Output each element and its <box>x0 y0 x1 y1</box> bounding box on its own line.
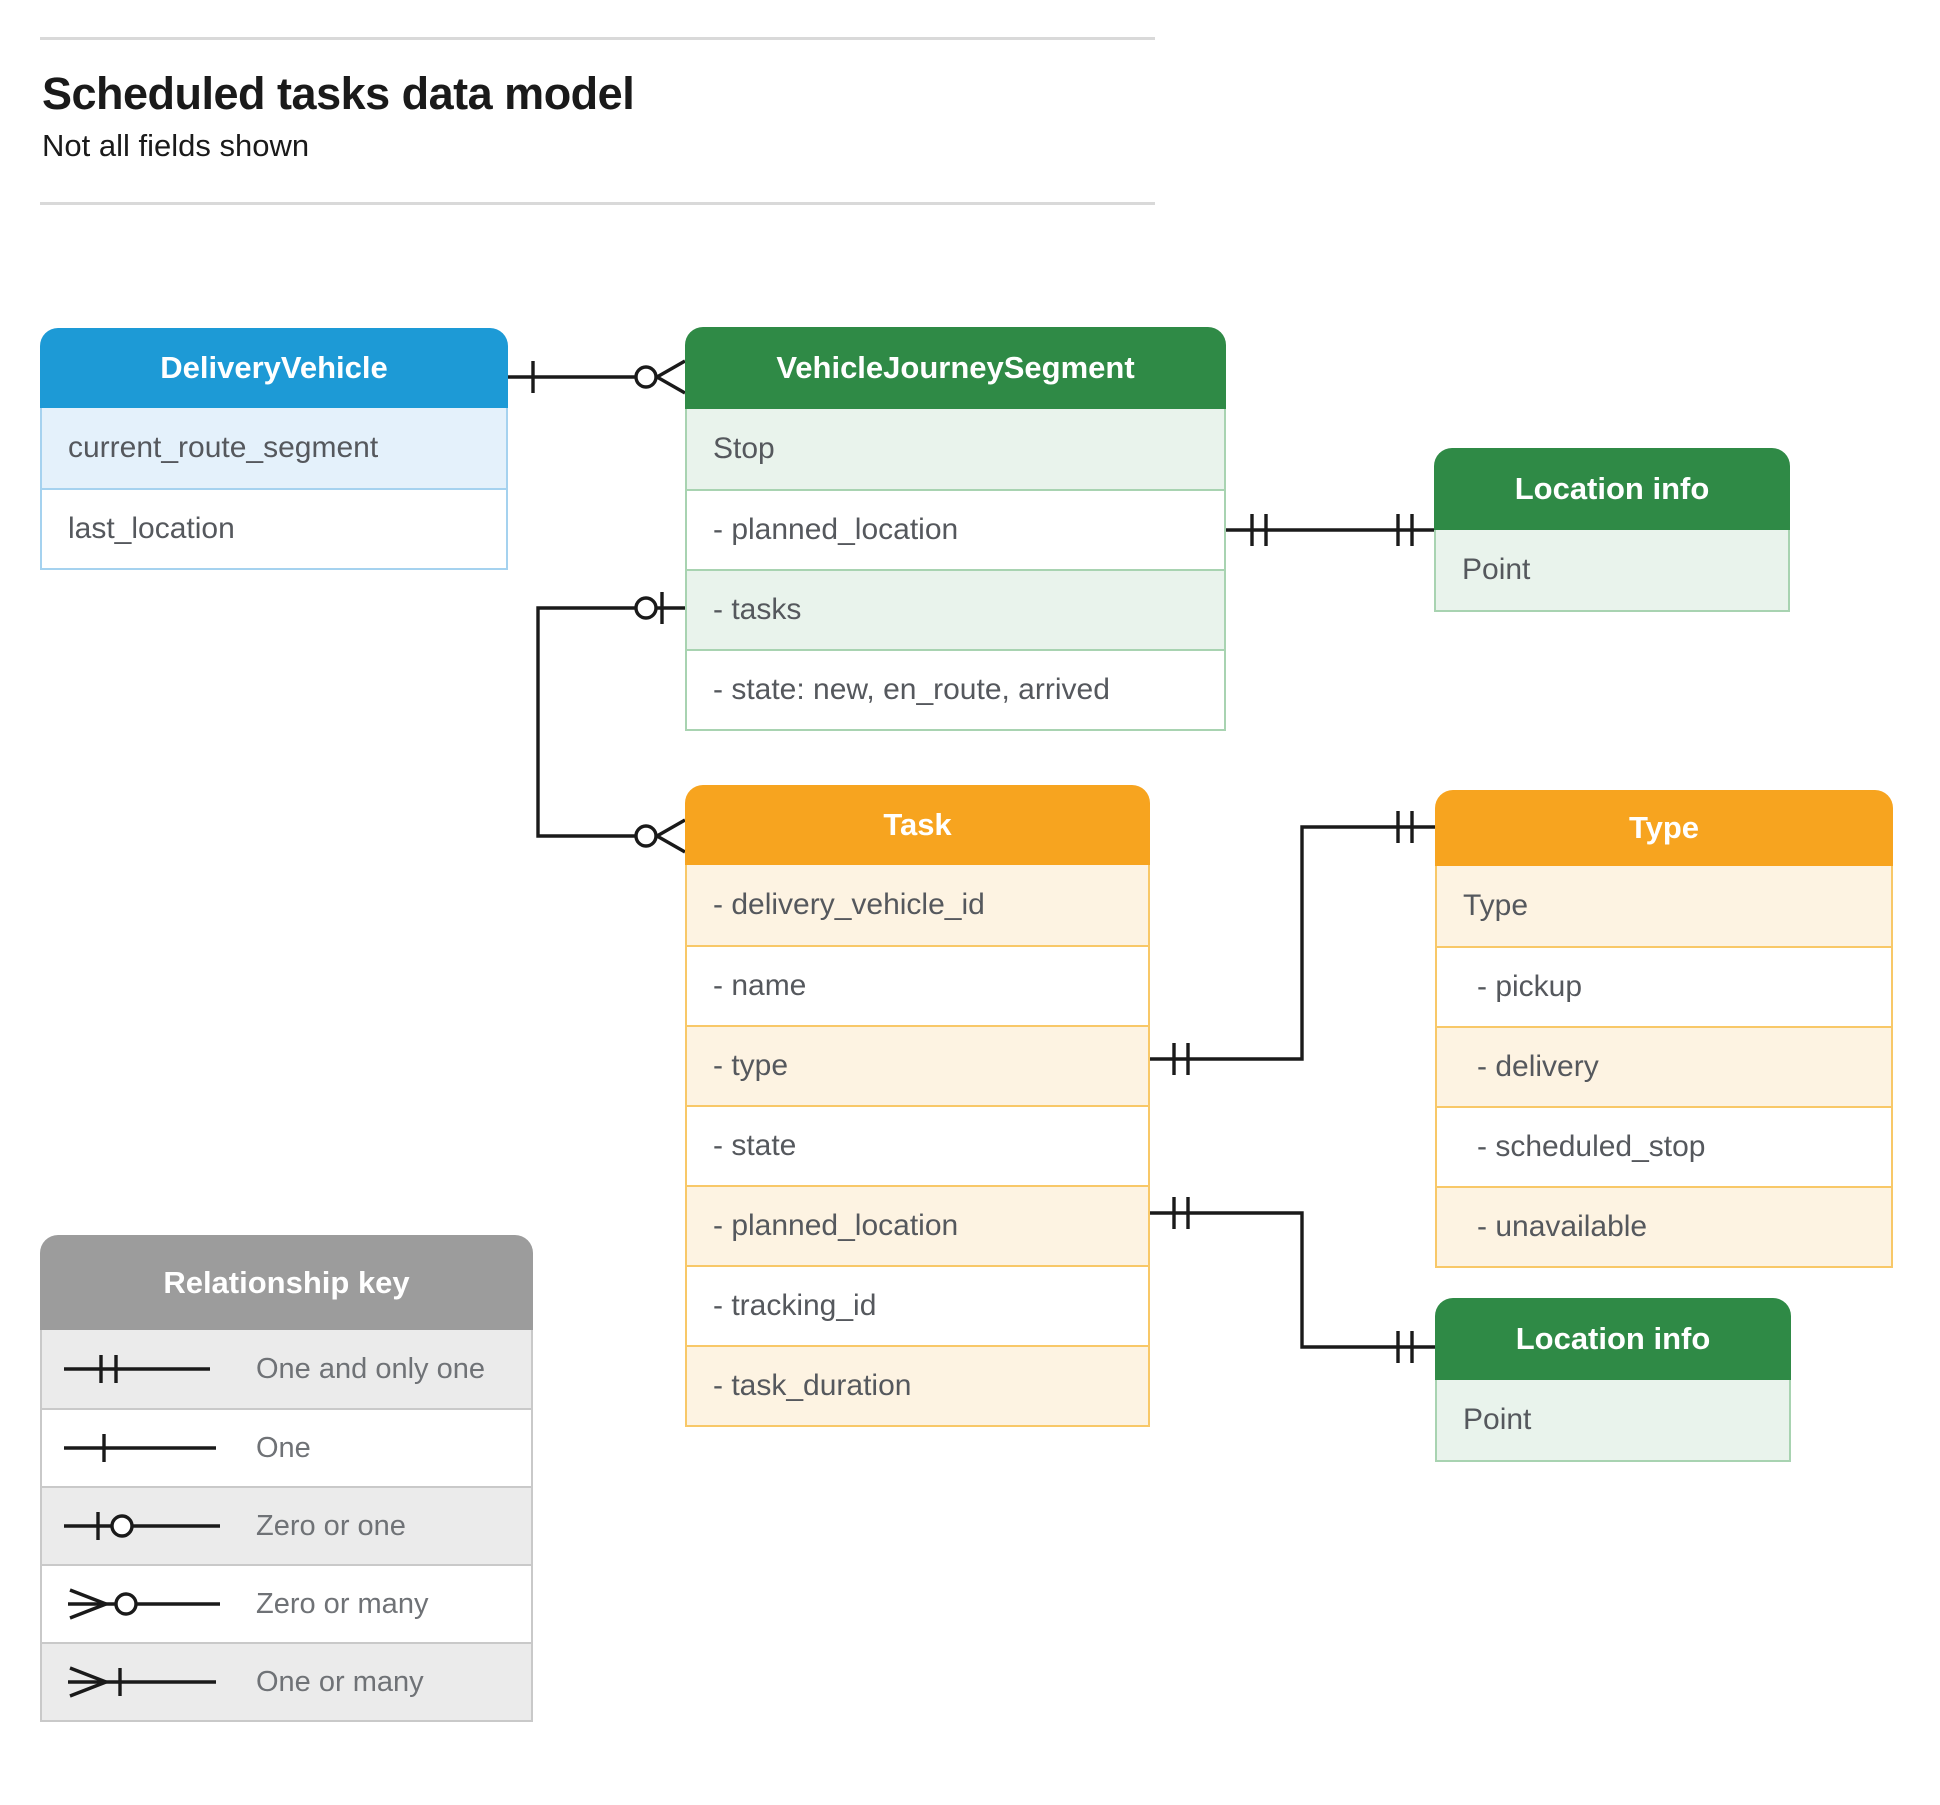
entity-location-info-bottom: Location info Point <box>1435 1298 1791 1462</box>
legend-label: One <box>256 1431 311 1464</box>
relationship-key-title: Relationship key <box>40 1235 533 1330</box>
legend-item-one-and-only-one: One and only one <box>42 1330 531 1408</box>
zero-or-many-icon <box>68 1588 220 1620</box>
legend-label: Zero or many <box>256 1587 429 1620</box>
entity-location-info-bottom-title: Location info <box>1435 1298 1791 1380</box>
page-subtitle: Not all fields shown <box>42 128 310 163</box>
entity-delivery-vehicle: DeliveryVehicle current_route_segment la… <box>40 328 508 570</box>
legend-label: One and only one <box>256 1352 485 1385</box>
entity-vehicle-journey-segment: VehicleJourneySegment Stop - planned_loc… <box>685 327 1226 731</box>
field-state: - state <box>687 1105 1148 1185</box>
field-tracking-id: - tracking_id <box>687 1265 1148 1345</box>
entity-delivery-vehicle-title: DeliveryVehicle <box>40 328 508 408</box>
legend-item-one-or-many: One or many <box>42 1642 531 1720</box>
legend-item-one: One <box>42 1408 531 1486</box>
field-scheduled-stop: - scheduled_stop <box>1437 1106 1891 1186</box>
entity-location-info-top-title: Location info <box>1434 448 1790 530</box>
connector-task-type-to-type <box>1150 811 1435 1075</box>
entity-type: Type Type - pickup - delivery - schedule… <box>1435 790 1893 1268</box>
field-vjs-planned-location: - planned_location <box>687 489 1224 569</box>
connector-vjs-planned-location-to-location-info <box>1226 514 1434 546</box>
connector-task-planned-location-to-location-info <box>1150 1197 1435 1363</box>
connector-vjs-tasks-to-task <box>536 592 686 854</box>
subtitle-rule <box>40 202 1155 205</box>
legend-label: One or many <box>256 1665 424 1698</box>
field-delivery: - delivery <box>1437 1026 1891 1106</box>
field-stop: Stop <box>687 409 1224 489</box>
one-and-only-one-icon <box>64 1355 210 1383</box>
field-task-duration: - task_duration <box>687 1345 1148 1425</box>
field-last-location: last_location <box>42 488 506 568</box>
connector-deliveryvehicle-to-vehiclejourneysegment <box>508 359 686 395</box>
top-rule <box>40 37 1155 40</box>
field-point-bottom: Point <box>1437 1380 1789 1460</box>
relationship-key: Relationship key One and only one One <box>40 1235 533 1722</box>
field-delivery-vehicle-id: - delivery_vehicle_id <box>687 865 1148 945</box>
entity-vehicle-journey-segment-title: VehicleJourneySegment <box>685 327 1226 409</box>
page-title: Scheduled tasks data model <box>42 68 635 119</box>
entity-type-title: Type <box>1435 790 1893 866</box>
field-current-route-segment: current_route_segment <box>42 408 506 488</box>
legend-label: Zero or one <box>256 1509 406 1542</box>
entity-task-title: Task <box>685 785 1150 865</box>
field-point-top: Point <box>1436 530 1788 610</box>
field-type: - type <box>687 1025 1148 1105</box>
one-or-many-icon <box>68 1666 216 1698</box>
field-tasks: - tasks <box>687 569 1224 649</box>
field-type-type: Type <box>1437 866 1891 946</box>
field-task-planned-location: - planned_location <box>687 1185 1148 1265</box>
entity-location-info-top: Location info Point <box>1434 448 1790 612</box>
field-name: - name <box>687 945 1148 1025</box>
field-pickup: - pickup <box>1437 946 1891 1026</box>
zero-or-one-icon <box>64 1512 220 1540</box>
field-vjs-state: - state: new, en_route, arrived <box>687 649 1224 729</box>
one-icon <box>64 1434 216 1462</box>
legend-item-zero-or-many: Zero or many <box>42 1564 531 1642</box>
entity-task: Task - delivery_vehicle_id - name - type… <box>685 785 1150 1427</box>
field-unavailable: - unavailable <box>1437 1186 1891 1266</box>
legend-item-zero-or-one: Zero or one <box>42 1486 531 1564</box>
